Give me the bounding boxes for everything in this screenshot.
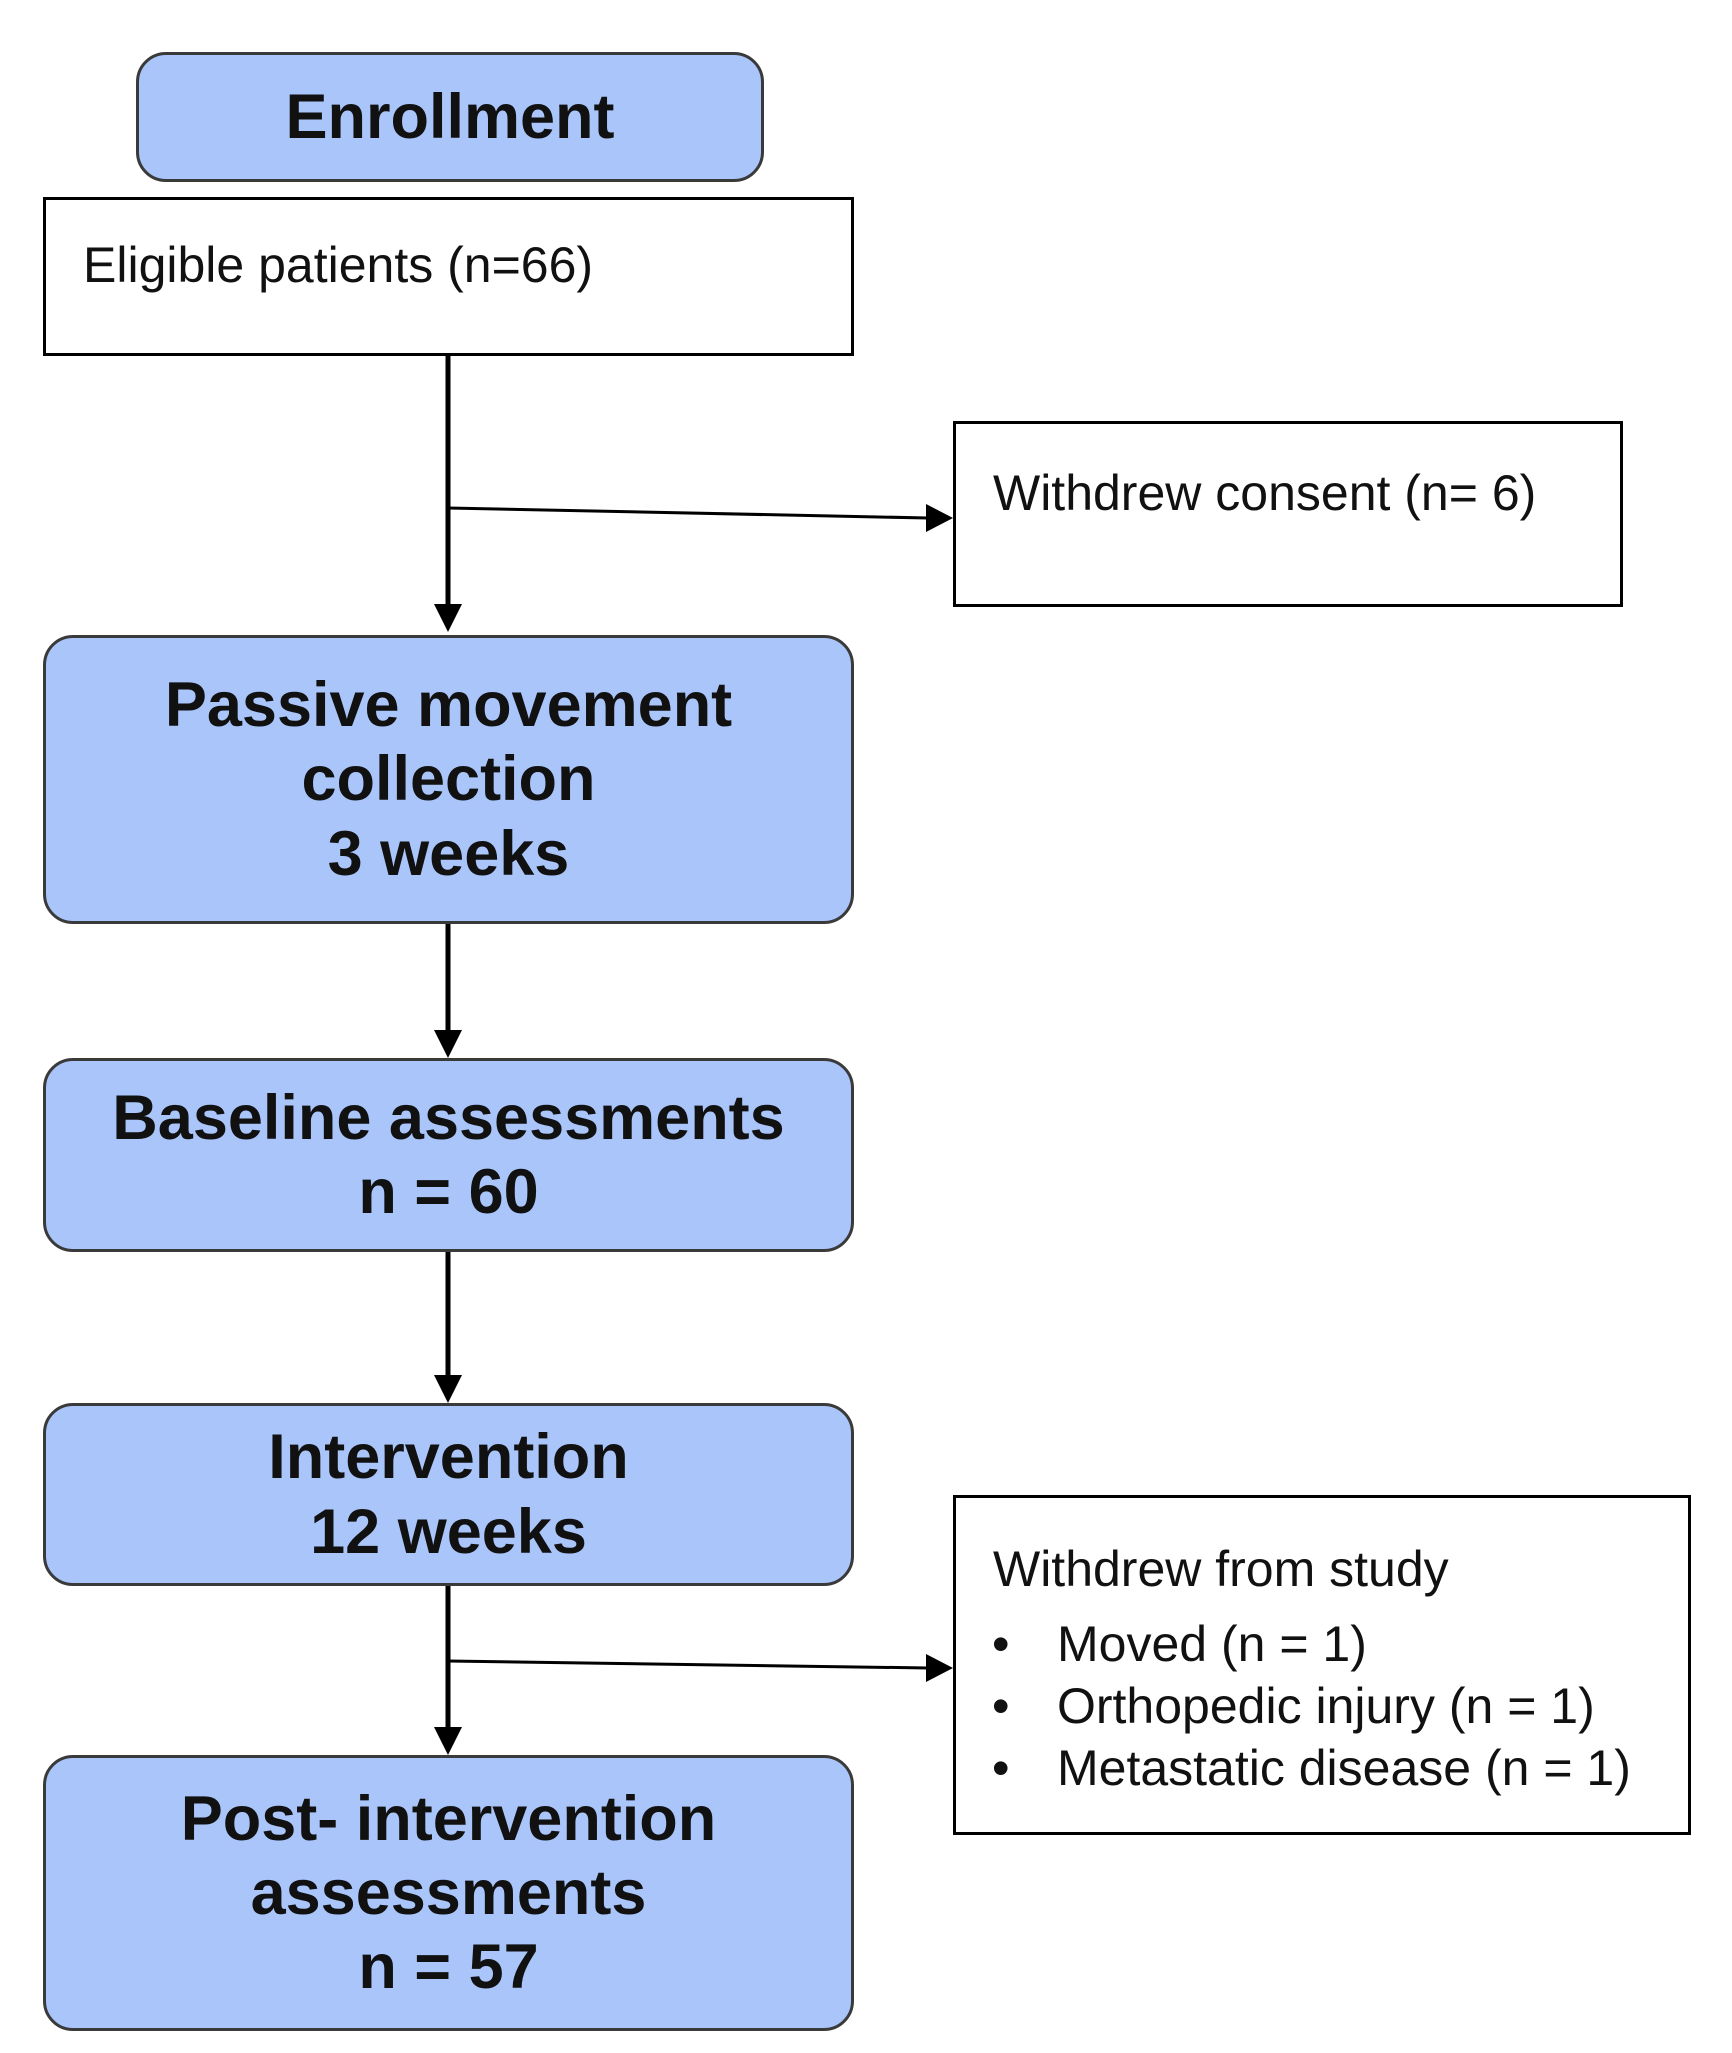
- arrow-branch-to-withdrew-consent: [447, 506, 929, 520]
- passive-movement-line1: Passive movement: [164, 670, 733, 740]
- enrollment-box: Enrollment: [136, 52, 764, 182]
- passive-movement-line3: 3 weeks: [327, 818, 570, 889]
- arrowhead-withdrew-study: [926, 1654, 953, 1682]
- passive-movement-box: Passive movement collection 3 weeks: [43, 635, 854, 924]
- intervention-line1: Intervention: [268, 1422, 629, 1493]
- withdrew-consent-label: Withdrew consent (n= 6): [993, 465, 1537, 521]
- arrowhead-withdrew-consent: [926, 504, 953, 532]
- arrowhead-passive: [434, 604, 462, 632]
- arrowhead-post: [434, 1727, 462, 1755]
- withdrew-consent-box: Withdrew consent (n= 6): [953, 421, 1623, 607]
- eligible-patients-box: Eligible patients (n=66): [43, 197, 854, 356]
- withdrew-study-box: Withdrew from study Moved (n = 1) Orthop…: [953, 1495, 1691, 1835]
- arrowhead-baseline: [434, 1030, 462, 1058]
- eligible-patients-label: Eligible patients (n=66): [83, 237, 594, 293]
- arrow-branch-to-withdrew-study: [447, 1659, 929, 1670]
- withdrew-study-title: Withdrew from study: [993, 1541, 1449, 1597]
- passive-movement-line2: collection: [301, 744, 596, 815]
- baseline-box: Baseline assessments n = 60: [43, 1058, 854, 1252]
- post-intervention-line1: Post- intervention: [180, 1783, 717, 1854]
- baseline-line2: n = 60: [358, 1157, 539, 1227]
- enrollment-label: Enrollment: [285, 81, 615, 152]
- arrowhead-intervention: [434, 1375, 462, 1403]
- post-intervention-box: Post- intervention assessments n = 57: [43, 1755, 854, 2031]
- withdrawal-reason-item: Moved (n = 1): [984, 1613, 1631, 1675]
- withdrawal-reasons-list: Moved (n = 1) Orthopedic injury (n = 1) …: [984, 1613, 1631, 1799]
- withdrawal-reason-item: Metastatic disease (n = 1): [984, 1737, 1631, 1799]
- post-intervention-line2: assessments: [250, 1857, 647, 1928]
- intervention-line2: 12 weeks: [310, 1496, 587, 1567]
- withdrawal-reason-item: Orthopedic injury (n = 1): [984, 1675, 1631, 1737]
- post-intervention-line3: n = 57: [358, 1932, 539, 2003]
- intervention-box: Intervention 12 weeks: [43, 1403, 854, 1586]
- baseline-line1: Baseline assessments: [112, 1082, 785, 1153]
